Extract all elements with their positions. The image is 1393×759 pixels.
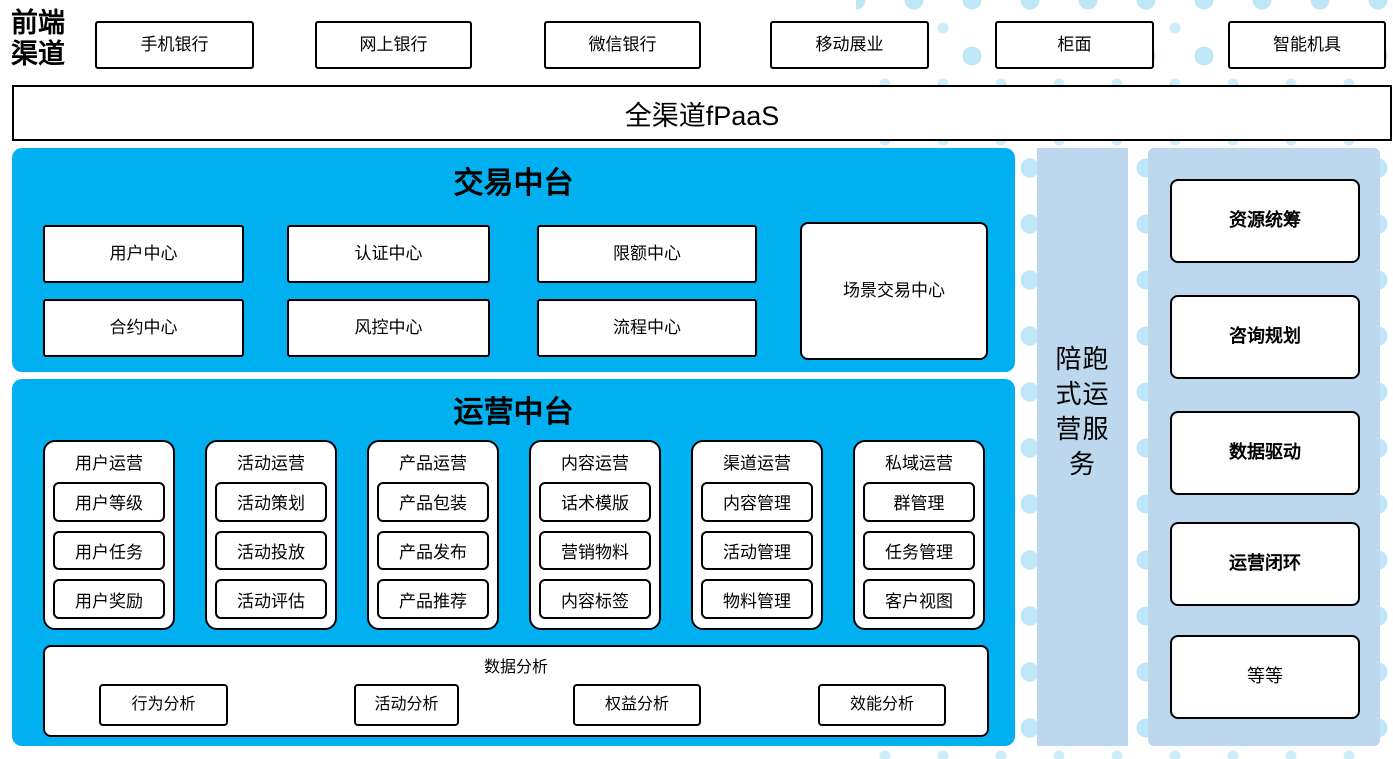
channel-node-mobile-marketing: 移动展业 <box>770 21 929 69</box>
trade-platform-panel: 交易中台 用户中心 认证中心 限额中心 合约中心 风控中心 流程中心 场景交易中… <box>12 148 1015 372</box>
op-item: 营销物料 <box>539 530 651 571</box>
trade-node-user-center: 用户中心 <box>43 225 244 283</box>
op-item: 话术模版 <box>539 482 651 522</box>
op-column-title: 活动运营 <box>237 454 305 473</box>
trade-node-limit-center: 限额中心 <box>537 225 757 283</box>
op-item: 客户视图 <box>863 579 975 620</box>
op-column-title: 私域运营 <box>885 454 953 473</box>
trade-node-auth-center: 认证中心 <box>287 225 490 283</box>
channel-node-online-banking: 网上银行 <box>315 21 472 69</box>
op-column-content-operation: 内容运营 话术模版 营销物料 内容标签 <box>529 440 661 630</box>
op-item: 内容管理 <box>701 482 813 522</box>
service-items-panel: 资源统筹 咨询规划 数据驱动 运营闭环 等等 <box>1148 148 1380 746</box>
op-item: 用户等级 <box>53 482 165 522</box>
trade-node-scene-trade-center: 场景交易中心 <box>800 222 988 360</box>
op-item: 活动评估 <box>215 579 327 620</box>
channel-node-wechat-banking: 微信银行 <box>544 21 701 69</box>
operation-platform-panel: 运营中台 用户运营 用户等级 用户任务 用户奖励 活动运营 活动策划 活动投放 … <box>12 379 1015 746</box>
frontend-channels-label: 前端渠道 <box>11 8 65 70</box>
op-item: 产品推荐 <box>377 579 489 620</box>
op-item: 用户任务 <box>53 530 165 571</box>
op-column-product-operation: 产品运营 产品包装 产品发布 产品推荐 <box>367 440 499 630</box>
da-item-rights-analysis: 权益分析 <box>573 684 701 726</box>
da-item-activity-analysis: 活动分析 <box>354 684 459 726</box>
accompanying-service-band: 陪跑式运营服务 <box>1037 148 1128 746</box>
da-item-efficiency-analysis: 效能分析 <box>818 684 946 726</box>
op-column-channel-operation: 渠道运营 内容管理 活动管理 物料管理 <box>691 440 823 630</box>
service-node-data-driven: 数据驱动 <box>1170 411 1360 495</box>
op-column-title: 用户运营 <box>75 454 143 473</box>
op-item: 活动策划 <box>215 482 327 522</box>
op-item: 物料管理 <box>701 579 813 620</box>
op-item: 群管理 <box>863 482 975 522</box>
fpaas-bar: 全渠道fPaaS <box>12 85 1392 141</box>
trade-node-risk-center: 风控中心 <box>287 299 490 357</box>
operation-platform-title: 运营中台 <box>453 395 574 430</box>
trade-node-contract-center: 合约中心 <box>43 299 244 357</box>
service-node-resource-planning: 资源统筹 <box>1170 179 1360 263</box>
trade-node-process-center: 流程中心 <box>537 299 757 357</box>
op-item: 产品包装 <box>377 482 489 522</box>
op-column-title: 渠道运营 <box>723 454 791 473</box>
op-item: 活动管理 <box>701 530 813 571</box>
op-column-activity-operation: 活动运营 活动策划 活动投放 活动评估 <box>205 440 337 630</box>
op-item: 用户奖励 <box>53 579 165 620</box>
da-item-behavior-analysis: 行为分析 <box>99 684 228 726</box>
service-node-etc: 等等 <box>1170 635 1360 719</box>
op-item: 产品发布 <box>377 530 489 571</box>
channel-node-smart-devices: 智能机具 <box>1228 21 1386 69</box>
op-item: 内容标签 <box>539 579 651 620</box>
op-column-title: 内容运营 <box>561 454 629 473</box>
op-column-private-domain-operation: 私域运营 群管理 任务管理 客户视图 <box>853 440 985 630</box>
op-column-title: 产品运营 <box>399 454 467 473</box>
data-analysis-title: 数据分析 <box>483 659 548 676</box>
trade-platform-title: 交易中台 <box>453 166 574 201</box>
channel-node-mobile-banking: 手机银行 <box>95 21 254 69</box>
data-analysis-container: 数据分析 行为分析 活动分析 权益分析 效能分析 <box>43 645 989 737</box>
op-item: 活动投放 <box>215 530 327 571</box>
service-node-consulting-planning: 咨询规划 <box>1170 295 1360 379</box>
accompanying-service-label: 陪跑式运营服务 <box>1055 344 1110 479</box>
channel-node-counter: 柜面 <box>995 21 1154 69</box>
op-column-user-operation: 用户运营 用户等级 用户任务 用户奖励 <box>43 440 175 630</box>
service-node-operation-loop: 运营闭环 <box>1170 522 1360 606</box>
op-item: 任务管理 <box>863 530 975 571</box>
